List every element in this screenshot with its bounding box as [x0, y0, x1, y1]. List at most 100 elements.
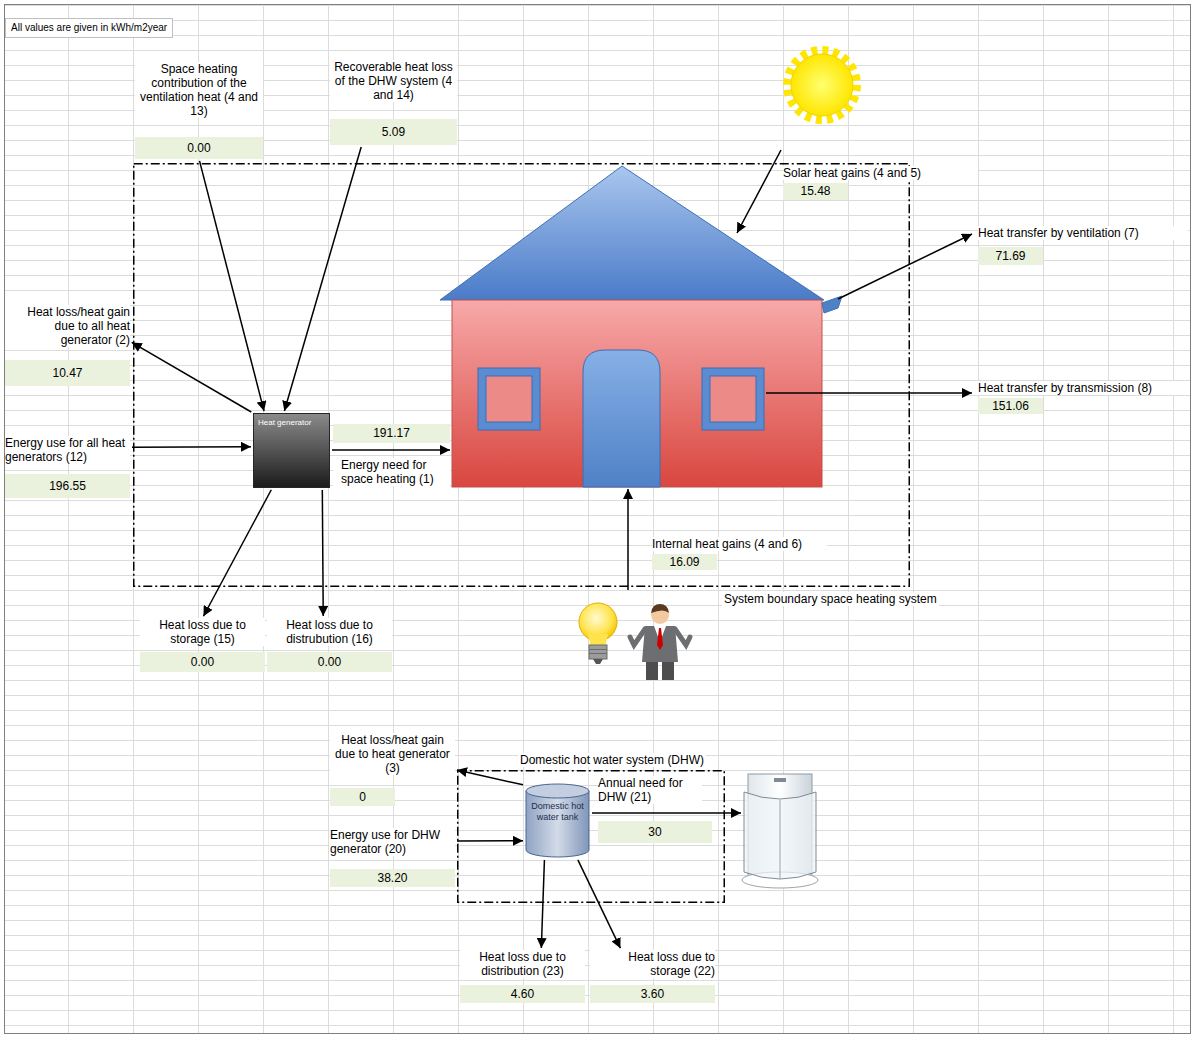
title-box: All values are given in kWh/m2year: [5, 18, 173, 38]
value-cell: 0.00: [135, 137, 263, 159]
value-node: Heat loss due to storage (22) 3.60: [590, 950, 715, 1003]
space-heating-arrow: [332, 449, 450, 451]
flow-label: Heat transfer by transmission (8): [978, 381, 1188, 395]
bulb-tip: [593, 659, 603, 664]
value-node: Energy use for all heat generators (12) 1…: [5, 436, 130, 498]
flow-label: Energy use for all heat generators (12): [5, 436, 130, 464]
value-cell: 3.60: [590, 985, 715, 1003]
bulb-base: [589, 645, 607, 659]
person-tie: [657, 628, 663, 650]
value-node: Heat loss due to distribution (23) 4.60: [460, 950, 585, 1003]
value-node: Heat transfer by transmission (8) 151.06: [978, 381, 1188, 414]
bulb-thread: [589, 650, 607, 654]
value-node: Heat loss due to storage (15) 0.00: [140, 618, 265, 672]
house-roof: [440, 166, 824, 300]
flow-arrow: [541, 860, 544, 948]
sheet-grid: [4, 4, 1190, 1033]
value-node: Heat loss/heat gain due to all heat gene…: [5, 305, 130, 386]
system-boundary: Domestic hot water system (DHW)Domestic …: [457, 770, 725, 903]
value-cell: 196.55: [5, 474, 130, 498]
flow-label: Solar heat gains (4 and 5): [783, 166, 978, 180]
shower-head: [774, 778, 786, 782]
boundary-label: System boundary space heating system: [722, 592, 939, 606]
bulb-icon: [579, 603, 617, 664]
boundary-line: [134, 164, 910, 587]
flow-label: Heat transfer by ventilation (7): [978, 226, 1188, 240]
flow-arrows: [332, 150, 972, 813]
value-node: Heat loss due to distrubution (16) 0.00: [267, 618, 392, 672]
flow-label: Heat loss/heat gain due to heat generato…: [330, 733, 455, 775]
boundary-label: Domestic hot water system (DHW): [518, 753, 706, 767]
value-cell: 0: [330, 788, 395, 806]
component-label: Heat generator: [258, 418, 325, 428]
hot-water-tank: Domestic hot water tank: [525, 783, 590, 858]
house-door: [583, 350, 660, 487]
flow-arrow: [132, 446, 251, 448]
hot-water-arrow: [592, 812, 741, 814]
shower-cabin: [742, 774, 818, 888]
house-window: [702, 368, 764, 430]
value-node: Recoverable heat loss of the DHW system …: [330, 60, 457, 145]
value-node: 191.17Energy need for space heating (1): [333, 424, 450, 486]
window-pane: [710, 376, 756, 422]
flow-label: Heat loss due to distribution (23): [460, 950, 585, 978]
house-window: [478, 368, 540, 430]
person-arm: [630, 629, 645, 645]
flow-arrow: [578, 860, 621, 948]
value-cell: 15.48: [783, 183, 848, 200]
flow-label: Annual need for DHW (21): [598, 776, 702, 804]
value-node: Space heating contribution of the ventil…: [135, 62, 263, 159]
value-cell: 151.06: [978, 398, 1043, 414]
flow-arrow: [132, 342, 252, 412]
house-illustration: [440, 166, 842, 487]
flow-arrow: [457, 770, 523, 785]
flow-label: Energy use for DHW generator (20): [330, 828, 455, 856]
transmission-arrow: [766, 392, 972, 394]
value-cell: 0.00: [267, 652, 392, 672]
person-hair: [651, 604, 669, 613]
value-node: Internal heat gains (4 and 6)16.09: [652, 537, 827, 570]
value-node: Heat loss/heat gain due to heat generato…: [330, 733, 455, 806]
sheet-title: All values are given in kWh/m2year: [11, 22, 167, 34]
window-pane: [486, 376, 532, 422]
value-cell: 191.17: [333, 424, 450, 443]
sheet-frame: [5, 5, 1191, 1034]
boundary-line: [458, 771, 725, 903]
value-node: Annual need for DHW (21) 30: [598, 776, 712, 843]
shower-door-edge: [780, 800, 781, 879]
flow-label: Heat loss due to distrubution (16): [267, 618, 392, 646]
flow-label: Recoverable heat loss of the DHW system …: [330, 60, 457, 102]
person-arm: [675, 629, 690, 645]
flow-label: Space heating contribution of the ventil…: [135, 62, 263, 118]
internal-gains-arrow: [627, 489, 629, 590]
shower-glass: [744, 792, 816, 879]
tank-top: [526, 784, 589, 798]
value-cell: 71.69: [978, 247, 1043, 265]
flow-arrow: [203, 490, 271, 616]
boundary-outline: [133, 163, 910, 587]
flow-label: Heat loss due to storage (15): [140, 618, 265, 646]
flow-label: Heat loss due to storage (22): [590, 950, 715, 978]
flow-label: Heat loss/heat gain due to all heat gene…: [5, 305, 130, 347]
system-boundary: System boundary space heating systemSola…: [133, 163, 910, 587]
value-cell: 4.60: [460, 985, 585, 1003]
flow-arrow: [284, 147, 361, 411]
bulb-neck: [588, 634, 608, 645]
value-node: Energy use for DHW generator (20)38.20: [330, 828, 455, 887]
value-cell: 5.09: [330, 119, 457, 145]
value-cell: 0.00: [140, 652, 265, 672]
sun-rays: [787, 50, 857, 120]
person-icon: [630, 604, 690, 680]
person-suit: [642, 626, 678, 662]
sun-icon: [787, 50, 857, 120]
value-node: Solar heat gains (4 and 5) 15.48: [783, 166, 978, 200]
flow-label: Energy need for space heating (1): [333, 458, 450, 486]
tank-body: [526, 791, 589, 857]
ventilation-arrow: [838, 234, 972, 299]
sun-disc: [791, 54, 853, 116]
value-cell: 30: [598, 821, 712, 843]
value-node: Heat transfer by ventilation (7) 71.69: [978, 226, 1188, 265]
flow-arrow: [457, 840, 523, 842]
